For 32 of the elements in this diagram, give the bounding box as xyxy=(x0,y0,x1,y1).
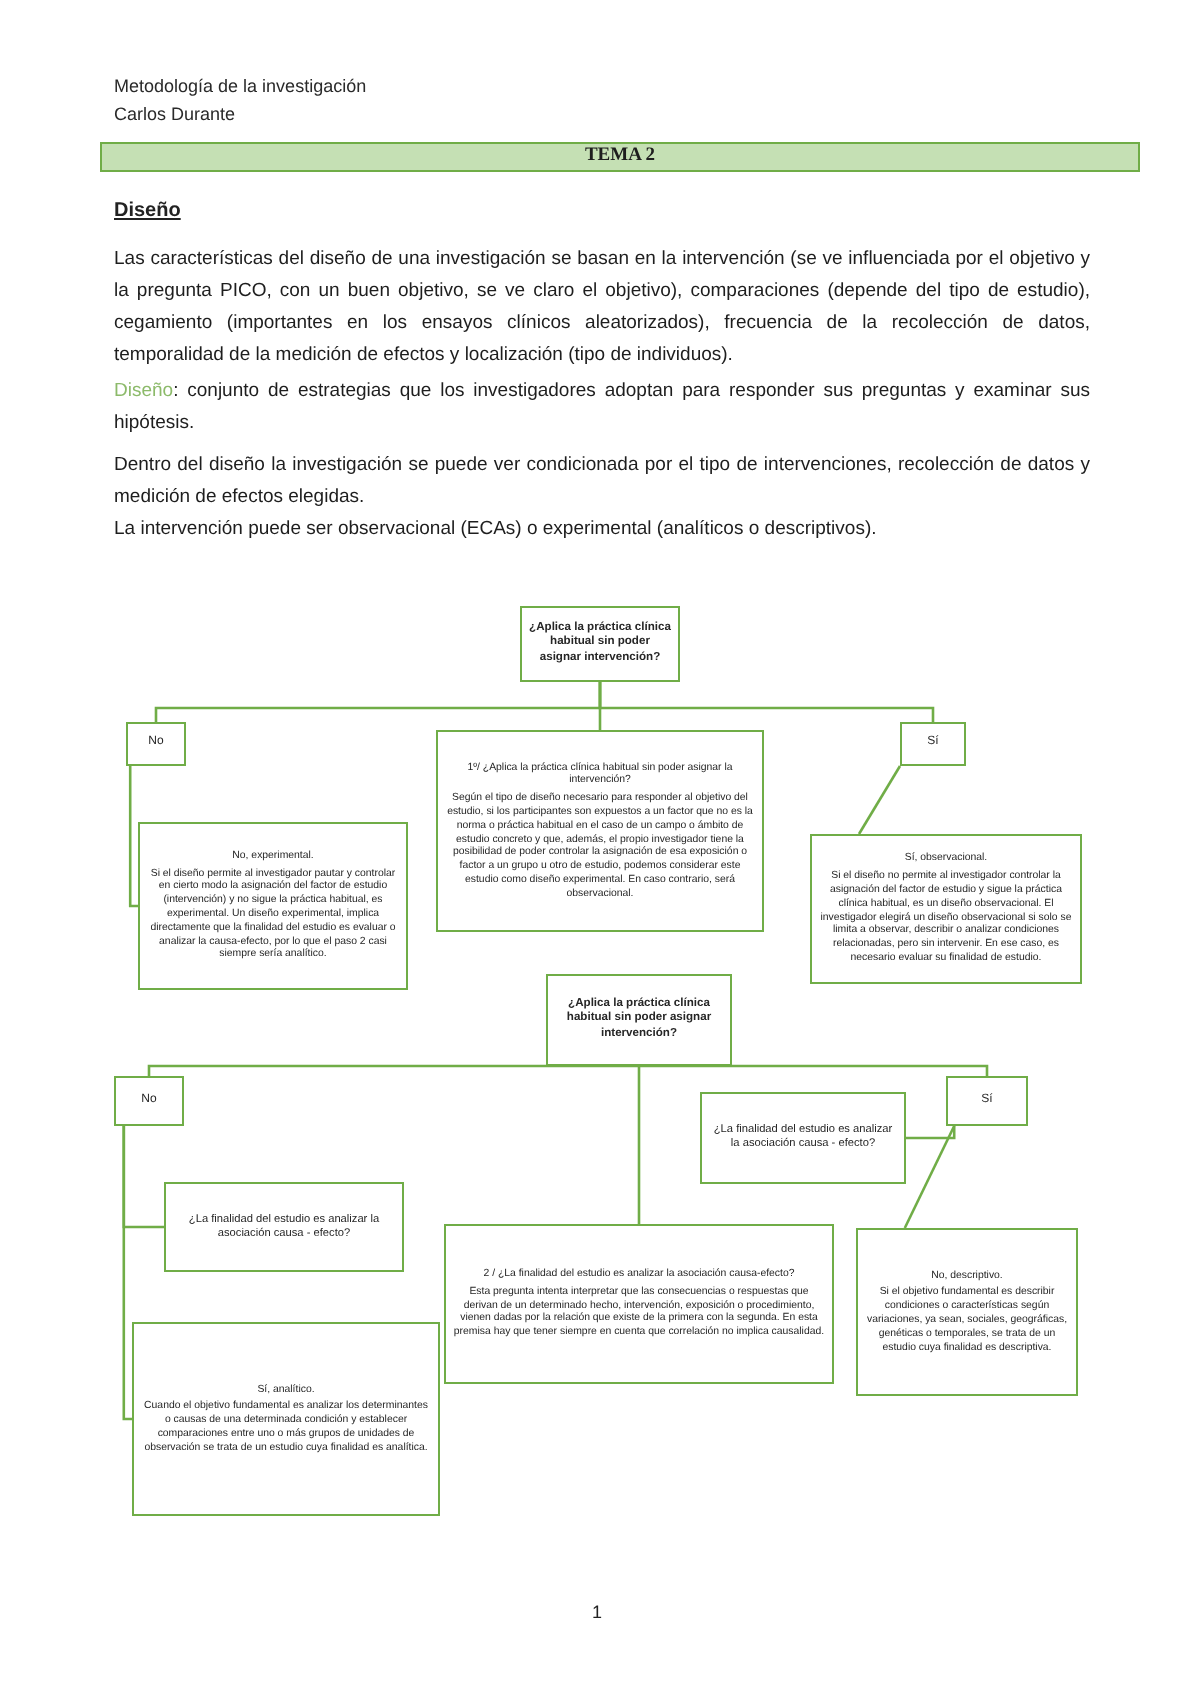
description-box xyxy=(444,1224,834,1384)
connector-line xyxy=(147,1064,641,1076)
section-heading: Diseño xyxy=(114,200,181,224)
connector-line xyxy=(598,682,935,722)
description-box xyxy=(138,822,408,990)
question-box xyxy=(164,1182,404,1272)
header-text: Metodología de la investigación xyxy=(114,74,367,98)
branch-box xyxy=(946,1076,1028,1126)
description-box xyxy=(810,834,1082,984)
description-box xyxy=(436,730,764,932)
paragraph: Las características del diseño de una investigación se basan en la intervención (se ve influenciada por el objetivo y la pregunta PICO, con un buen objetivo, se ve claro el objetivo), comparaciones (depende del tipo de estudio), cegamiento (importantes en los ensayos clínicos aleatorizados), frecuencia de la recolección de datos, temporalidad de la medición de efectos y localización (tipo de individuos). xyxy=(114,246,1090,370)
paragraph: Dentro del diseño la investigación se puede ver condicionada por el tipo de intervenciones, recolección de datos y medición de efectos elegidas. xyxy=(114,452,1090,512)
title-text: TEMA 2 xyxy=(584,146,656,168)
connector-line xyxy=(128,766,138,908)
connector-line xyxy=(903,1125,956,1229)
question-box xyxy=(546,974,732,1066)
author-name: Carlos Durante xyxy=(114,102,236,126)
connector-line xyxy=(857,765,902,835)
branch-box xyxy=(126,722,186,766)
connector-line xyxy=(637,1064,641,1224)
paragraph: La intervención puede ser observacional (ECAs) o experimental (analíticos o descriptivos). xyxy=(114,516,879,544)
description-box xyxy=(856,1228,1078,1396)
page-number: 1 xyxy=(592,1600,603,1624)
connector-line xyxy=(122,1126,132,1421)
connector-line xyxy=(637,1064,989,1076)
paragraph: Diseño: conjunto de estrategias que los investigadores adoptan para responder sus preguntas y examinar sus hipótesis. xyxy=(114,378,1090,438)
description-box xyxy=(132,1322,440,1516)
branch-box xyxy=(114,1076,184,1126)
question-box xyxy=(520,606,680,682)
branch-box xyxy=(900,722,966,766)
connector-line xyxy=(906,1126,956,1140)
question-box xyxy=(700,1092,906,1184)
